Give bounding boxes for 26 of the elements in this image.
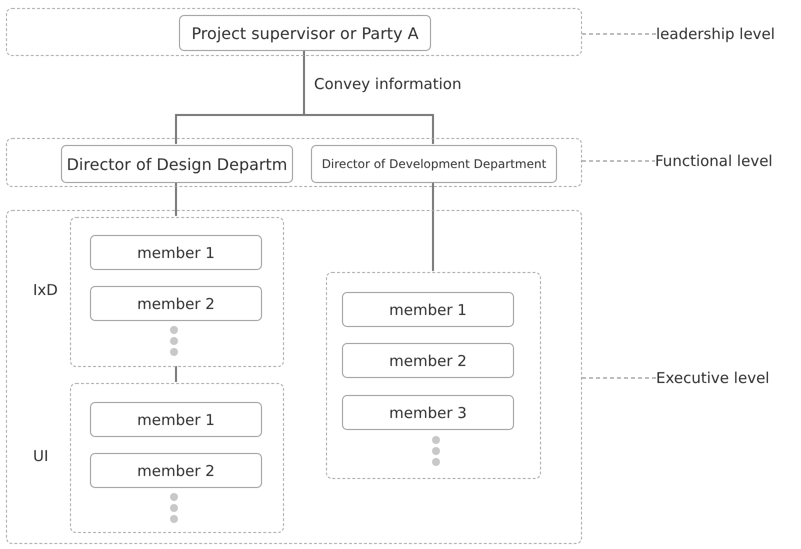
group-frame bbox=[326, 272, 541, 479]
role-box: Director of Development Department bbox=[311, 145, 557, 183]
role-box: member 3 bbox=[342, 395, 514, 430]
level-label: Functional level bbox=[655, 149, 799, 173]
role-box: member 2 bbox=[90, 453, 262, 488]
role-box: member 1 bbox=[90, 402, 262, 437]
level-band bbox=[6, 138, 582, 187]
connector-line bbox=[432, 182, 434, 271]
level-label: leadership level bbox=[656, 22, 798, 46]
connector-line bbox=[175, 366, 177, 382]
level-band bbox=[6, 8, 582, 56]
leader-line bbox=[582, 33, 656, 35]
connector-line bbox=[175, 182, 177, 216]
group-label: UI bbox=[33, 447, 48, 465]
leader-line bbox=[582, 377, 656, 379]
leader-line bbox=[582, 160, 655, 162]
role-box: member 2 bbox=[342, 343, 514, 378]
group-label: IxD bbox=[33, 281, 58, 299]
role-box: Director of Design Departm bbox=[61, 145, 293, 183]
role-box: member 1 bbox=[90, 235, 262, 270]
role-box: Project supervisor or Party A bbox=[179, 15, 431, 51]
level-label: Executive level bbox=[656, 366, 800, 390]
level-band bbox=[6, 210, 582, 544]
role-box: member 1 bbox=[342, 292, 514, 327]
edge-label: Convey information bbox=[312, 75, 464, 93]
role-box: member 2 bbox=[90, 286, 262, 321]
